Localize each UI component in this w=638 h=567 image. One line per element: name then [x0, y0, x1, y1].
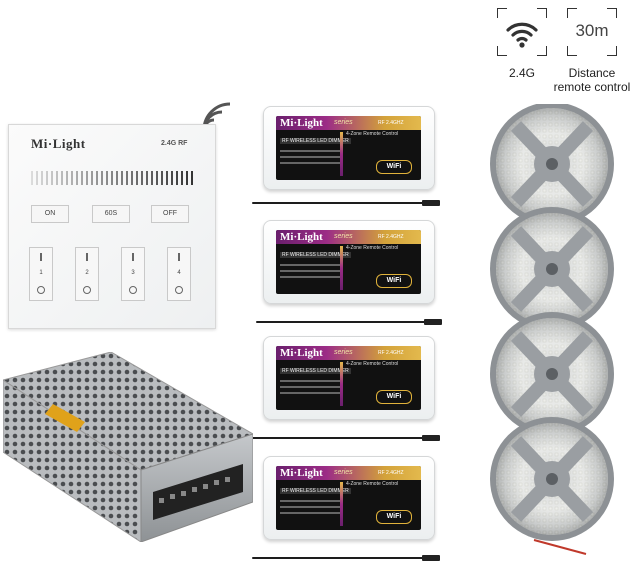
controller-freq: RF 2.4GHZ	[378, 120, 404, 126]
led-controller-4: Mi·Light series RF 2.4GHZ 4-Zone Remote …	[263, 456, 435, 540]
zone-number: 2	[85, 270, 89, 276]
dc-plug	[422, 435, 440, 441]
zone-number: 1	[39, 270, 43, 276]
controller-freq: RF 2.4GHZ	[378, 350, 404, 356]
zone-number: 4	[177, 270, 181, 276]
controller-zone-text: 4-Zone Remote Control	[346, 131, 399, 137]
controller-series: series	[334, 119, 353, 126]
controller-brand: Mi·Light	[280, 117, 323, 129]
power-cable	[252, 202, 424, 204]
controller-zone-text: 4-Zone Remote Control	[346, 361, 399, 367]
controller-label: Mi·Light series RF 2.4GHZ 4-Zone Remote …	[276, 466, 421, 530]
dc-plug	[424, 319, 442, 325]
panel-brand: Mi·Light	[31, 136, 86, 151]
controller-dimmer-text: RF WIRELESS LED DIMMER	[280, 252, 351, 258]
controller-dimmer-text: RF WIRELESS LED DIMMER	[280, 368, 351, 374]
panel-rf-label: 2.4G RF	[161, 140, 188, 147]
controller-wifi-badge: WiFi	[376, 274, 412, 288]
distance-badge: 30m	[567, 8, 617, 56]
controller-series: series	[334, 349, 353, 356]
led-controller-3: Mi·Light series RF 2.4GHZ 4-Zone Remote …	[263, 336, 435, 420]
led-controller-2: Mi·Light series RF 2.4GHZ 4-Zone Remote …	[263, 220, 435, 304]
panel-zone-4-button: 4	[167, 247, 191, 301]
power-cable	[252, 437, 424, 439]
wifi-badge	[497, 8, 547, 56]
controller-wifi-badge: WiFi	[376, 160, 412, 174]
dc-plug	[422, 555, 440, 561]
panel-zone-3-button: 3	[121, 247, 145, 301]
controller-brand: Mi·Light	[280, 467, 323, 479]
controller-dimmer-text: RF WIRELESS LED DIMMER	[280, 488, 351, 494]
distance-value: 30m	[575, 21, 609, 40]
controller-wifi-badge: WiFi	[376, 390, 412, 404]
dc-plug	[422, 200, 440, 206]
controller-brand: Mi·Light	[280, 347, 323, 359]
power-cable	[256, 321, 426, 323]
panel-zone-2-button: 2	[75, 247, 99, 301]
controller-label: Mi·Light series RF 2.4GHZ 4-Zone Remote …	[276, 230, 421, 294]
controller-zone-text: 4-Zone Remote Control	[346, 481, 399, 487]
led-reel-4	[490, 417, 614, 555]
distance-caption-line1: Distance	[568, 66, 616, 80]
led-strip-reels	[490, 104, 614, 555]
wifi-caption: 2.4G	[508, 66, 535, 80]
panel-60s-button: 60S	[92, 205, 130, 223]
led-reel-1	[490, 104, 614, 226]
distance-caption: Distance remote control	[545, 66, 638, 94]
panel-on-button: ON	[31, 205, 69, 223]
controller-label: Mi·Light series RF 2.4GHZ 4-Zone Remote …	[276, 346, 421, 410]
controller-series: series	[334, 233, 353, 240]
panel-off-button: OFF	[151, 205, 189, 223]
controller-dimmer-text: RF WIRELESS LED DIMMER	[280, 138, 351, 144]
panel-zone-1-button: 1	[29, 247, 53, 301]
controller-freq: RF 2.4GHZ	[378, 470, 404, 476]
controller-freq: RF 2.4GHZ	[378, 234, 404, 240]
controller-label: Mi·Light series RF 2.4GHZ 4-Zone Remote …	[276, 116, 421, 180]
led-reel-2	[490, 207, 614, 331]
zone-number: 3	[131, 270, 135, 276]
power-supply-unit	[3, 352, 253, 542]
controller-brand: Mi·Light	[280, 231, 323, 243]
controller-series: series	[334, 469, 353, 476]
controller-zone-text: 4-Zone Remote Control	[346, 245, 399, 251]
led-reel-3	[490, 312, 614, 436]
power-cable	[252, 557, 424, 559]
led-controller-1: Mi·Light series RF 2.4GHZ 4-Zone Remote …	[263, 106, 435, 190]
controller-wifi-badge: WiFi	[376, 510, 412, 524]
distance-caption-line2: remote control	[553, 80, 631, 94]
wifi-signal-icon	[506, 22, 538, 48]
wall-touch-panel: Mi·Light 2.4G RF ON 60S OFF 1 2 3 4	[8, 124, 216, 329]
brightness-slider	[31, 171, 193, 185]
